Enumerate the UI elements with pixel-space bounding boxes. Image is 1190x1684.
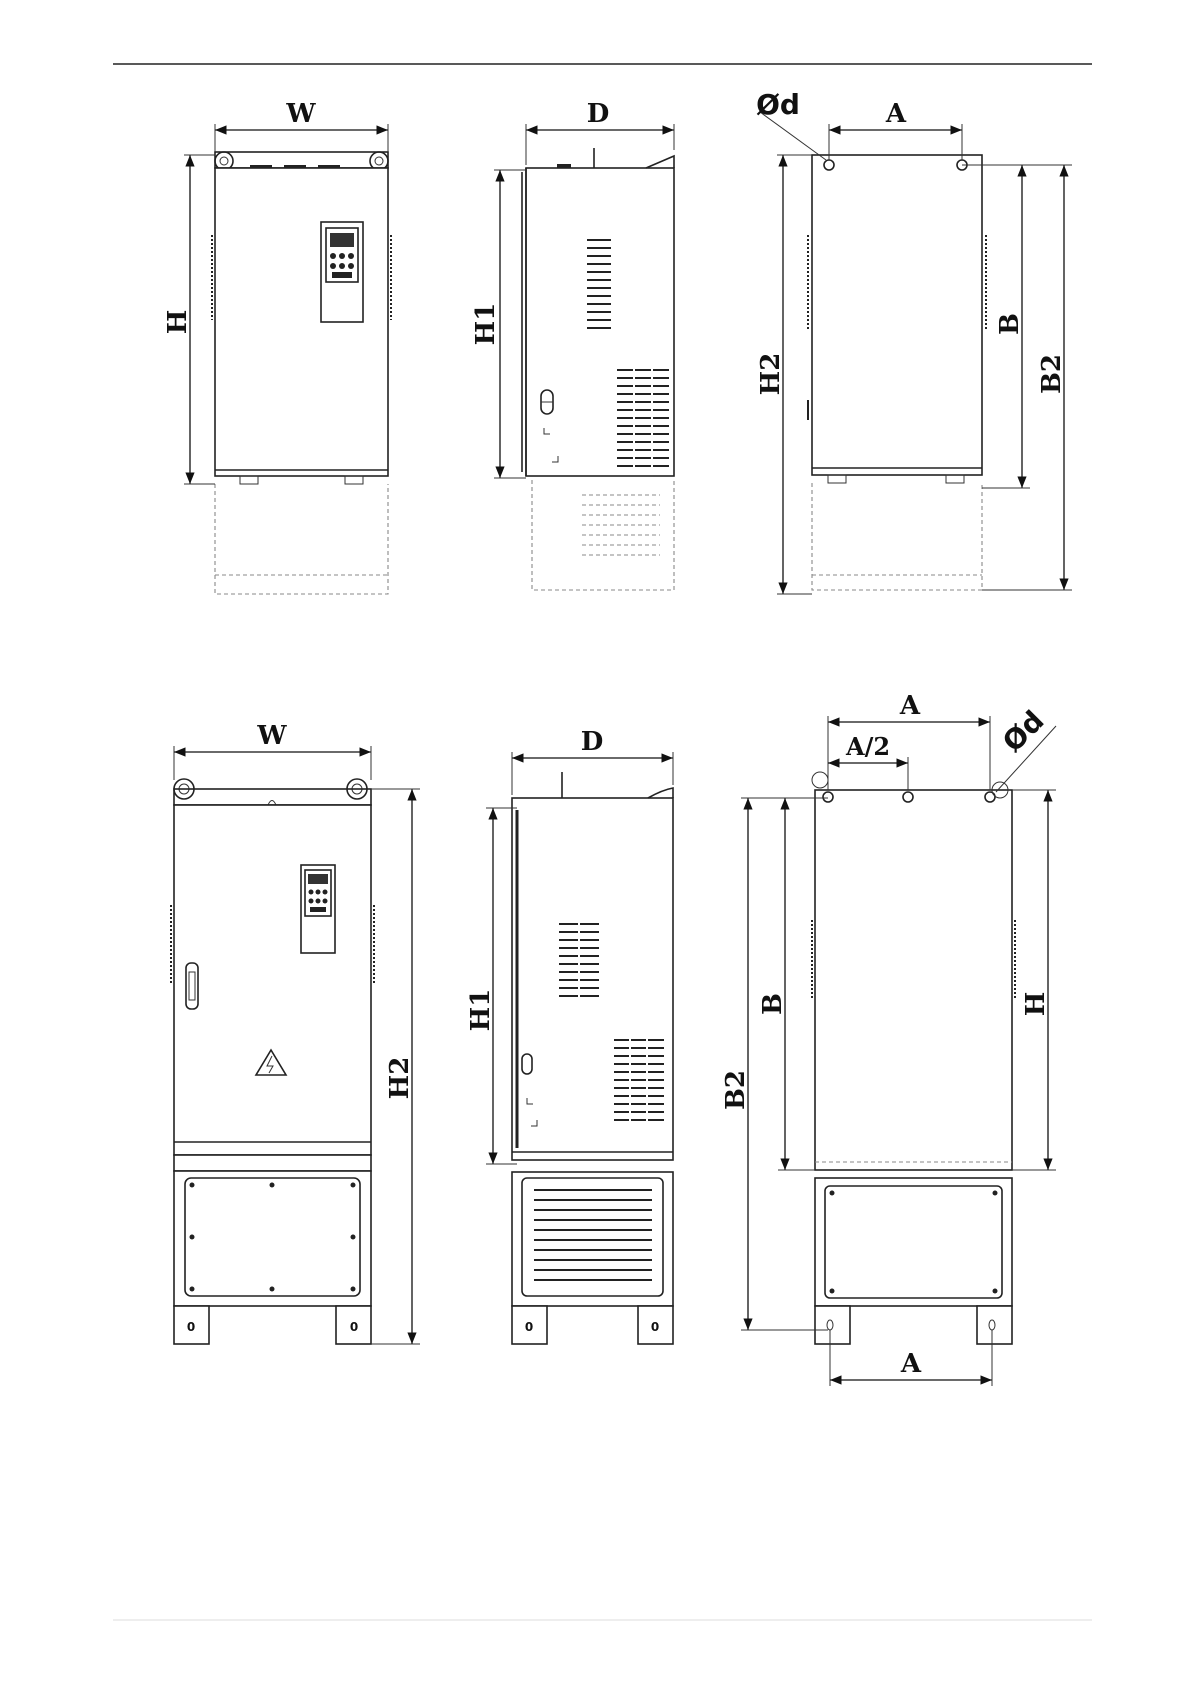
top-back-hole-label: Ød <box>756 88 800 121</box>
top-back-a-label: A <box>885 99 907 129</box>
bottom-front-h2-label: H2 <box>385 1057 415 1100</box>
bottom-back-b-label: B <box>758 993 788 1015</box>
top-back-b-label: B <box>995 313 1025 335</box>
bottom-front-view <box>171 746 420 1344</box>
top-side-depth-label: D <box>587 99 610 129</box>
bottom-side-depth-label: D <box>581 727 604 757</box>
bottom-front-width-label: W <box>256 721 287 751</box>
top-side-view <box>494 124 674 590</box>
bottom-back-b2-label: B2 <box>721 1070 751 1110</box>
top-front-view <box>184 124 391 594</box>
bottom-back-h-label: H <box>1021 992 1051 1017</box>
top-back-h2-label: H2 <box>756 353 786 396</box>
top-front-width-label: W <box>285 99 316 129</box>
bottom-back-hole-label: Ød <box>996 704 1050 758</box>
bottom-side-view <box>486 752 673 1344</box>
bottom-back-view <box>741 716 1056 1386</box>
top-back-b2-label: B2 <box>1037 354 1067 394</box>
top-front-height-label: H <box>163 310 193 335</box>
bottom-back-a-top-label: A <box>899 691 921 721</box>
top-side-height-label: H1 <box>471 303 501 346</box>
foot-mark-3: 0 <box>525 1320 533 1334</box>
bottom-back-a-half-label: A/2 <box>845 732 890 761</box>
bottom-side-h1-label: H1 <box>466 989 496 1032</box>
foot-mark-1: 0 <box>187 1320 195 1334</box>
foot-mark-4: 0 <box>651 1320 659 1334</box>
bottom-back-a-bottom-label: A <box>900 1349 922 1379</box>
foot-mark-2: 0 <box>350 1320 358 1334</box>
top-back-view <box>760 112 1072 594</box>
